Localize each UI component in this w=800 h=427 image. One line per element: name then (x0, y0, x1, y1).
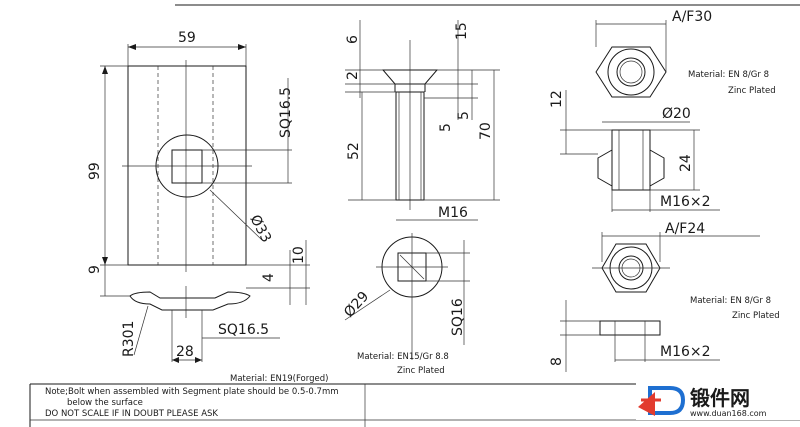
plate-outline (127, 65, 247, 266)
nut-large-material-line-1: Material: EN 8/Gr 8 (688, 70, 769, 80)
plate-base-width-dim: 28 (176, 344, 194, 360)
plate-hole (155, 134, 219, 198)
plate-square-recess (171, 149, 203, 184)
nut-small-material-line-1: Material: EN 8/Gr 8 (690, 296, 771, 306)
nut-small-af-dim: A/F24 (665, 221, 705, 237)
watermark-url: www.duan168.com (690, 409, 767, 418)
nut-large-washer-dim: Ø20 (662, 106, 691, 122)
plate-thick-a-dim: 4 (261, 273, 277, 282)
segment-plate-view: 59 99 9 SQ16.5 Ø33 4 10 R301 (87, 30, 328, 384)
bolt-view: 6 2 52 15 5 5 70 M16 Ø29 SQ1 (341, 20, 500, 376)
nut-large-view: A/F30 Material: EN 8/Gr 8 Zinc Plated Ø2… (549, 9, 776, 212)
watermark-brand: 锻件网 (690, 386, 750, 410)
bolt-head-dim: 6 (345, 35, 361, 44)
bolt-head-sq-dim: SQ16 (450, 298, 466, 336)
nut-small-material-line-2: Zinc Plated (732, 311, 780, 321)
nut-large-height-b-dim: 24 (678, 154, 694, 172)
bolt-top-dim: 15 (454, 22, 470, 40)
plate-thick-b-dim: 10 (291, 246, 307, 264)
bolt-length-dim: 70 (478, 122, 494, 140)
watermark-logo: 锻件网 www.duan168.com (636, 382, 800, 420)
plate-width-dim: 59 (178, 30, 196, 46)
plate-height-dim: 99 (87, 162, 103, 180)
nut-large-thread-dim: M16×2 (660, 194, 711, 210)
nut-small-side (599, 320, 661, 336)
note-line-1: Note;Bolt when assembled with Segment pl… (45, 387, 339, 397)
nut-small-thread-dim: M16×2 (660, 344, 711, 360)
nut-large-material-line-2: Zinc Plated (728, 86, 776, 96)
plate-side-profile (129, 291, 251, 311)
plate-base-square-dim: SQ16.5 (218, 322, 269, 338)
plate-material: Material: EN19(Forged) (230, 374, 328, 384)
bolt-a-dim: 2 (345, 71, 361, 80)
bolt-material-line-1: Material: EN15/Gr 8.8 (357, 352, 449, 362)
bolt-thread-dim: M16 (438, 205, 468, 221)
bolt-neck-a-dim: 5 (438, 123, 454, 132)
plate-radius-dim: R301 (121, 321, 137, 357)
nut-large-hex (595, 46, 667, 98)
nut-large-height-a-dim: 12 (549, 90, 565, 108)
nut-large-af-dim: A/F30 (672, 9, 712, 25)
bolt-shank (395, 91, 425, 201)
nut-small-height-dim: 8 (549, 357, 565, 366)
nut-large-side (611, 129, 651, 191)
logo-d-icon (648, 386, 686, 415)
nut-small-view: A/F24 Material: EN 8/Gr 8 Zinc Plated 8 … (549, 221, 780, 372)
plate-square-dim: SQ16.5 (278, 87, 294, 138)
note-line-2: below the surface (67, 398, 143, 408)
note-line-3: DO NOT SCALE IF IN DOUBT PLEASE ASK (45, 409, 218, 419)
plate-bottom-dim: 9 (87, 265, 103, 274)
bolt-material-line-2: Zinc Plated (397, 366, 445, 376)
bolt-neck-b-dim: 5 (456, 111, 472, 120)
bolt-shank-dim: 52 (346, 142, 362, 160)
